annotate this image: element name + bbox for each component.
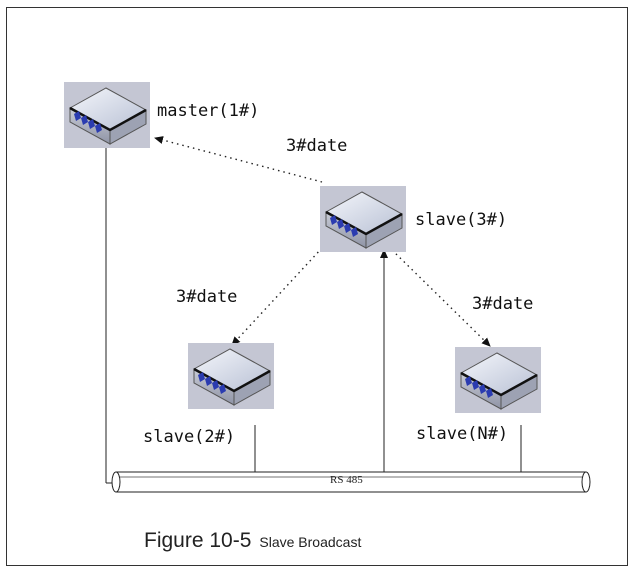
figure-caption: Figure 10-5 Slave Broadcast xyxy=(144,529,361,553)
rs485-bus xyxy=(106,471,591,493)
caption-number: Figure 10-5 xyxy=(144,529,252,552)
arrow-to-slave2 xyxy=(231,247,323,346)
bus-label: RS 485 xyxy=(330,474,363,486)
slave3-switch-icon xyxy=(318,184,408,254)
edge-label-to-master: 3#date xyxy=(286,136,348,156)
edge-label-to-slave2: 3#date xyxy=(176,287,238,307)
master-switch-icon xyxy=(62,80,152,150)
slaveN-label: slave(N#) xyxy=(416,424,509,444)
arrow-to-slaveN xyxy=(391,249,491,347)
slave2-switch-icon xyxy=(186,341,276,411)
edge-label-to-slaveN: 3#date xyxy=(472,294,534,314)
caption-title: Slave Broadcast xyxy=(259,534,362,550)
slaveN-switch-icon xyxy=(453,345,543,415)
arrow-to-master xyxy=(154,136,323,183)
slave3-label: slave(3#) xyxy=(415,210,508,230)
slave2-label: slave(2#) xyxy=(143,427,236,447)
master-label: master(1#) xyxy=(157,101,260,121)
